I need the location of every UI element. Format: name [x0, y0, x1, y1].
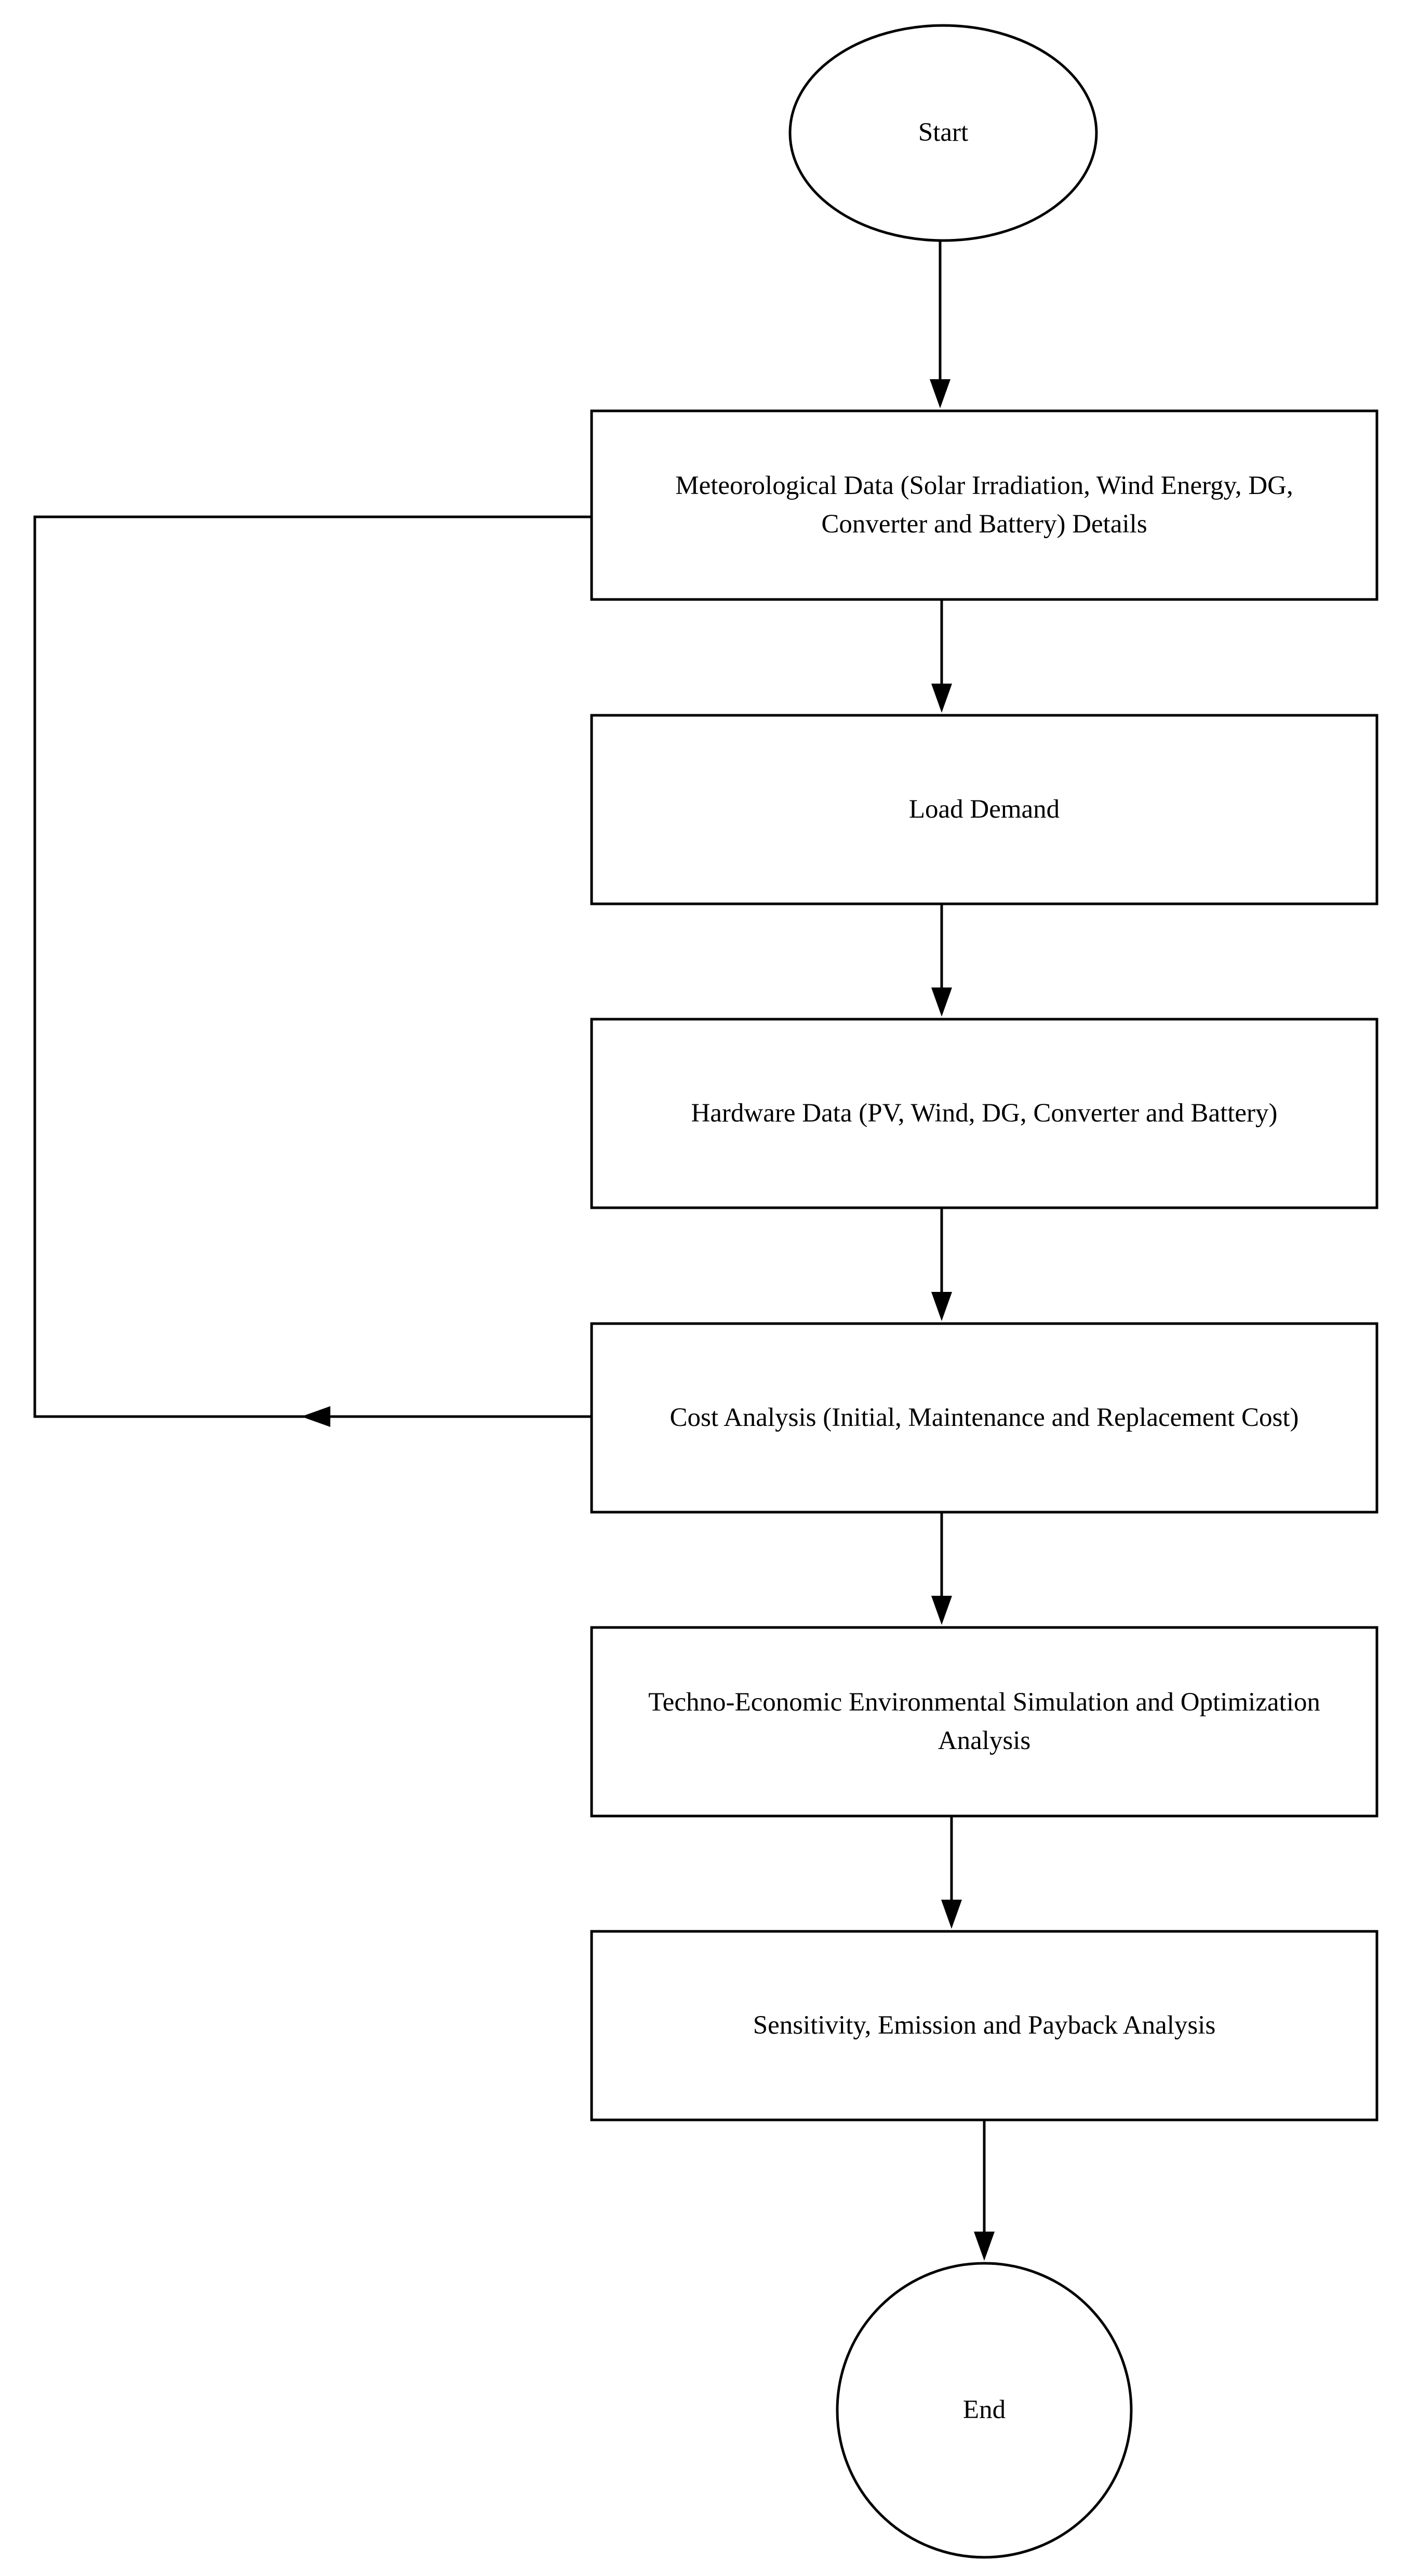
step-label-meteorological-data: Meteorological Data (Solar Irradiation, …: [675, 471, 1293, 539]
step-label-cost-analysis: Cost Analysis (Initial, Maintenance and …: [669, 1403, 1299, 1432]
step-label-sensitivity-emission-payback: Sensitivity, Emission and Payback Analys…: [753, 2010, 1216, 2040]
start-terminal: [788, 24, 1098, 242]
end-label: End: [962, 2395, 1006, 2425]
arrowhead-down: [941, 1900, 962, 1929]
arrowhead-down: [931, 1292, 952, 1321]
arrowhead-down: [974, 2232, 995, 2261]
start-label: Start: [918, 118, 969, 148]
arrowhead-down: [931, 1596, 952, 1625]
step-label-hardware-data: Hardware Data (PV, Wind, DG, Converter a…: [691, 1098, 1278, 1128]
arrowhead-left: [301, 1406, 330, 1427]
step-box-meteorological-data: [590, 409, 1378, 601]
step-box-hardware-data: [590, 1018, 1378, 1209]
end-terminal: [836, 2262, 1133, 2559]
feedback-loop-line: [33, 515, 592, 1418]
step-label-simulation-optimization: Techno-Economic Environmental Simulation…: [648, 1687, 1320, 1755]
step-box-cost-analysis: [590, 1322, 1378, 1514]
arrowhead-down: [931, 684, 952, 713]
step-box-load-demand: [590, 714, 1378, 905]
arrowhead-down: [931, 987, 952, 1017]
step-label-load-demand: Load Demand: [908, 794, 1060, 824]
arrowhead-down: [930, 379, 950, 408]
step-box-simulation-optimization: [590, 1626, 1378, 1818]
